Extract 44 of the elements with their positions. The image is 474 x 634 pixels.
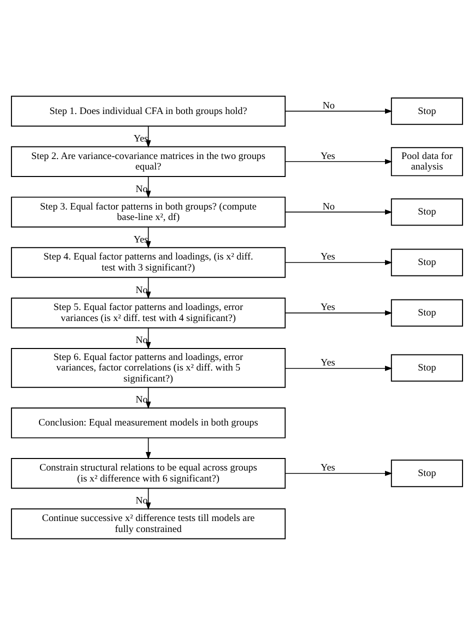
arrow [284,365,392,370]
arrow [284,108,392,114]
arrow [284,470,392,476]
arrow [146,437,151,459]
arrow [146,226,151,248]
arrow [146,276,151,299]
node-box: Stop [390,248,464,276]
edge-label: Yes [320,150,336,162]
edge-label: Yes [320,357,336,368]
arrow [284,310,392,316]
node-box: Step 5. Equal factor patterns and loadings, error variances (is x² diff. test with 4 significant?) [10,297,286,328]
node-box: Stop [390,198,464,226]
edge-label: Yes [134,132,148,144]
node-box: Step 4. Equal factor patterns and loadings, (is x² diff. test with 3 significant?) [10,246,286,278]
node-box: Constrain structural relations to be equal across groups (is x² difference with 6 significant?) [10,458,286,488]
arrow [146,386,151,409]
edge-label: No [322,100,335,111]
arrow [146,327,151,349]
edge-label: No [322,200,335,212]
arrow [284,158,392,164]
node-box: Stop [390,96,464,124]
edge-label: No [136,495,148,506]
node-box: Step 1. Does individual CFA in both groups hold? [10,95,286,126]
node-box: Stop [390,459,464,487]
node-box: Stop [390,354,464,382]
arrow [146,488,151,510]
edge-label: Yes [320,251,336,262]
node-box: Step 3. Equal factor patterns in both groups? (compute base-line x², df) [10,196,286,227]
node-box: Pool data for analysis [390,146,464,176]
edge-label: Yes [134,234,148,245]
node-box: Conclusion: Equal measurement models in both groups [10,407,286,438]
edge-label: Yes [320,462,336,474]
edge-label: No [136,394,148,406]
arrow [284,259,392,265]
edge-label: Yes [320,302,336,313]
arrow [146,176,151,198]
edge-label: No [136,334,148,346]
edge-label: No [136,183,148,194]
node-box: Step 6. Equal factor patterns and loadings, error variances, factor correlations (is x² diff. with 5 significant?) [10,348,286,388]
node-box: Continue successive x² difference tests till models are fully constrained [10,508,286,539]
node-box: Stop [390,298,464,326]
edge-label: No [136,284,148,296]
node-box: Step 2. Are variance-covariance matrices in the two groups equal? [10,146,286,176]
arrow [284,208,392,214]
